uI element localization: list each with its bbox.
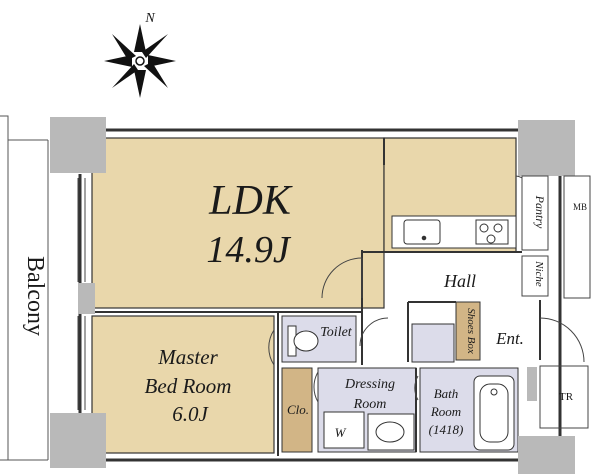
shoes-box-floor [455, 301, 481, 361]
toilet-fixture [287, 325, 319, 357]
mb-area [563, 175, 591, 299]
ldk-lower-floor [320, 250, 362, 298]
ldk-size-label: 14.9J [206, 229, 292, 271]
pantry-label: Pantry [533, 195, 547, 229]
bathtub [473, 375, 515, 451]
bath-label-line3: (1418) [429, 422, 464, 437]
washer-label: W [335, 425, 347, 440]
washer-space [323, 411, 365, 449]
master-size-label: 6.0J [172, 402, 209, 426]
windows [77, 178, 86, 410]
bath-label-line2: Room [430, 404, 461, 419]
balcony-label: Balcony [22, 256, 48, 336]
structural-columns [50, 117, 575, 474]
dressing-label-line2: Room [353, 397, 387, 412]
master-floor [91, 315, 275, 454]
master-label-line2: Bed Room [145, 374, 232, 398]
tr-label: TR [559, 391, 574, 403]
washbasin [367, 413, 415, 451]
entrance-label: Ent. [495, 329, 524, 348]
kitchen-counter [391, 215, 517, 249]
niche-label: Niche [533, 260, 545, 287]
dressing-label-line1: Dressing [344, 377, 395, 392]
ldk-label: LDK [208, 178, 293, 224]
shoes-box-label: Shoes Box [465, 308, 477, 354]
storage-floor [411, 323, 455, 363]
closet-label: Clo. [287, 402, 309, 417]
mb-label: MB [573, 202, 587, 212]
master-label-line1: Master [157, 345, 218, 369]
compass-rose-icon [104, 24, 176, 98]
compass-north-label: N [144, 11, 155, 26]
pantry-box [521, 175, 549, 297]
toilet-label: Toilet [320, 325, 352, 340]
tr-area [539, 365, 589, 429]
hall-label: Hall [443, 271, 476, 291]
bath-label-line1: Bath [434, 386, 459, 401]
balcony-area [0, 115, 49, 461]
closet-floor [281, 367, 313, 453]
